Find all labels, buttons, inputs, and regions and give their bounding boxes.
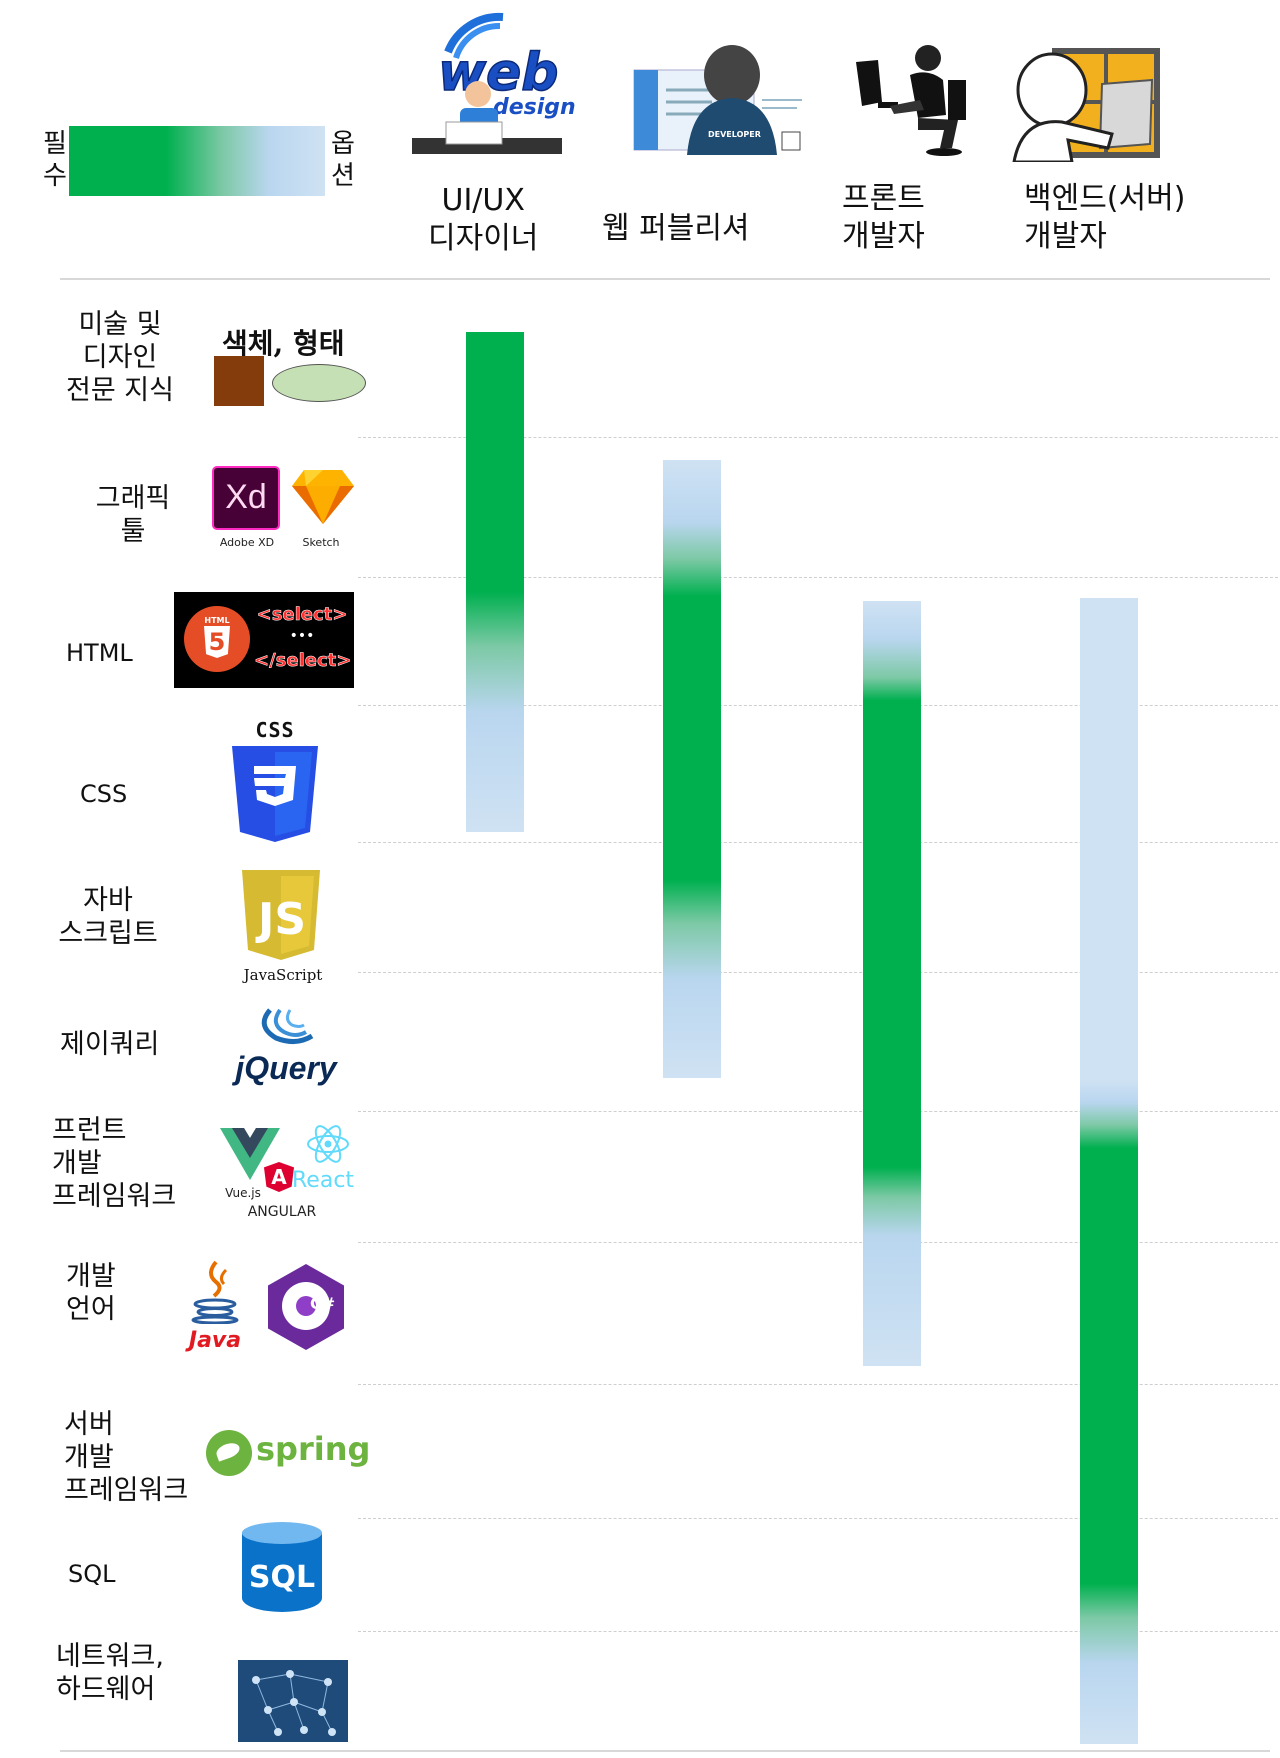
html5-badge-icon: HTML 5 (184, 606, 250, 672)
row-divider (358, 1518, 1278, 1519)
jquery-logo: jQuery (226, 1006, 346, 1094)
javascript-caption: JavaScript (243, 966, 323, 984)
sketch-caption: Sketch (302, 536, 340, 549)
bar-frontend (863, 601, 921, 1366)
front-framework-logos: Vue.js A ANGULAR React (218, 1124, 358, 1220)
sketch-logo: Sketch (290, 466, 356, 550)
vue-logo-icon (220, 1128, 280, 1180)
legend-optional-label: 옵 션 (331, 129, 355, 191)
design-logo-text: design (493, 95, 576, 120)
bar-backend (1080, 598, 1138, 1744)
javascript-shield-icon: JS (242, 870, 320, 960)
spring-wordmark: spring (256, 1430, 371, 1468)
java-cup-icon (191, 1260, 239, 1325)
category-label-jquery: 제이쿼리 (60, 1029, 160, 1060)
category-label-network-hardware: 네트워크, 하드웨어 (56, 1641, 164, 1705)
bar-publisher (663, 460, 721, 1078)
web-design-illustration: web design (408, 12, 578, 158)
java-logo: Java (186, 1260, 244, 1353)
select-close-tag: </select> (254, 650, 352, 672)
role-label-uiux: UI/UX 디자이너 (428, 183, 539, 256)
spring-logo: spring (206, 1428, 370, 1484)
adobe-xd-text: Xd (212, 466, 280, 530)
category-label-css: CSS (80, 780, 128, 808)
css3-shield-icon (232, 746, 318, 842)
web-logo-text: web (438, 43, 559, 103)
color-shape-logo: 색체, 형태 (212, 322, 372, 408)
row-divider (358, 577, 1278, 578)
javascript-logo: JS JavaScript (238, 866, 328, 984)
bar-uiux (466, 332, 524, 832)
jquery-swirl-icon (261, 1008, 314, 1044)
backend-developer-illustration (1012, 44, 1162, 164)
category-label-graphic-tools: 그래픽 툴 (95, 483, 171, 547)
developer-shirt-text: DEVELOPER (708, 130, 761, 139)
row-divider (358, 842, 1278, 843)
brown-square-shape (214, 356, 264, 406)
adobe-xd-logo: Xd Adobe XD (212, 466, 280, 550)
row-divider (358, 1631, 1278, 1632)
java-wordmark: Java (188, 1328, 242, 1353)
category-label-sql: SQL (68, 1560, 116, 1588)
row-divider (358, 1384, 1278, 1385)
sql-database-logo: SQL (242, 1522, 326, 1620)
select-open-tag: <select> (256, 604, 348, 626)
sketch-diamond-icon (292, 470, 354, 524)
javascript-js-text: JS (255, 894, 306, 945)
green-ellipse-shape (272, 364, 366, 402)
angular-caption: ANGULAR (247, 1204, 317, 1220)
frontend-developer-illustration (848, 40, 973, 160)
row-divider (358, 705, 1278, 706)
row-divider (358, 437, 1278, 438)
react-wordmark: React (292, 1168, 355, 1193)
jquery-wordmark: jQuery (235, 1050, 337, 1086)
select-dots: ••• (289, 628, 315, 644)
row-divider (358, 1242, 1278, 1243)
css3-logo: CSS (230, 718, 320, 846)
legend-gradient-bar (69, 126, 325, 196)
role-label-frontend: 프론트 개발자 (842, 181, 925, 254)
category-label-dev-language: 개발 언어 (66, 1261, 116, 1325)
angular-logo-icon: A (264, 1162, 294, 1192)
category-label-front-framework: 프런트 개발 프레임워크 (52, 1115, 177, 1212)
color-shape-text: 색체, 형태 (222, 327, 345, 360)
developer-illustration: DEVELOPER (632, 40, 812, 160)
network-nodes-icon (252, 1670, 336, 1736)
csharp-text: C# (310, 1294, 336, 1313)
adobe-xd-caption: Adobe XD (219, 536, 275, 549)
csharp-inner-hole (296, 1296, 316, 1316)
footer-divider (60, 1750, 1270, 1752)
csharp-logo: C# (268, 1264, 348, 1352)
css3-word: CSS (255, 718, 295, 742)
network-diagram-logo (238, 1660, 348, 1742)
category-label-javascript: 자바 스크립트 (58, 885, 158, 949)
spring-leaf-icon (206, 1430, 252, 1476)
sql-db-top (242, 1522, 322, 1544)
category-label-html: HTML (66, 639, 133, 667)
role-label-backend: 백엔드(서버) 개발자 (1024, 181, 1186, 254)
legend-required-label: 필 수 (43, 129, 67, 191)
sql-text: SQL (248, 1560, 316, 1595)
react-atom-icon (307, 1125, 349, 1163)
row-divider (358, 1111, 1278, 1112)
category-label-art-design: 미술 및 디자인 전문 지식 (66, 309, 174, 406)
vue-caption: Vue.js (225, 1186, 261, 1200)
role-label-publisher: 웹 퍼블리셔 (602, 211, 750, 246)
header-divider (60, 278, 1270, 280)
category-label-server-framework: 서버 개발 프레임워크 (64, 1409, 189, 1506)
html-select-logo: HTML 5 <select> ••• </select> (174, 592, 354, 688)
row-divider (358, 972, 1278, 973)
